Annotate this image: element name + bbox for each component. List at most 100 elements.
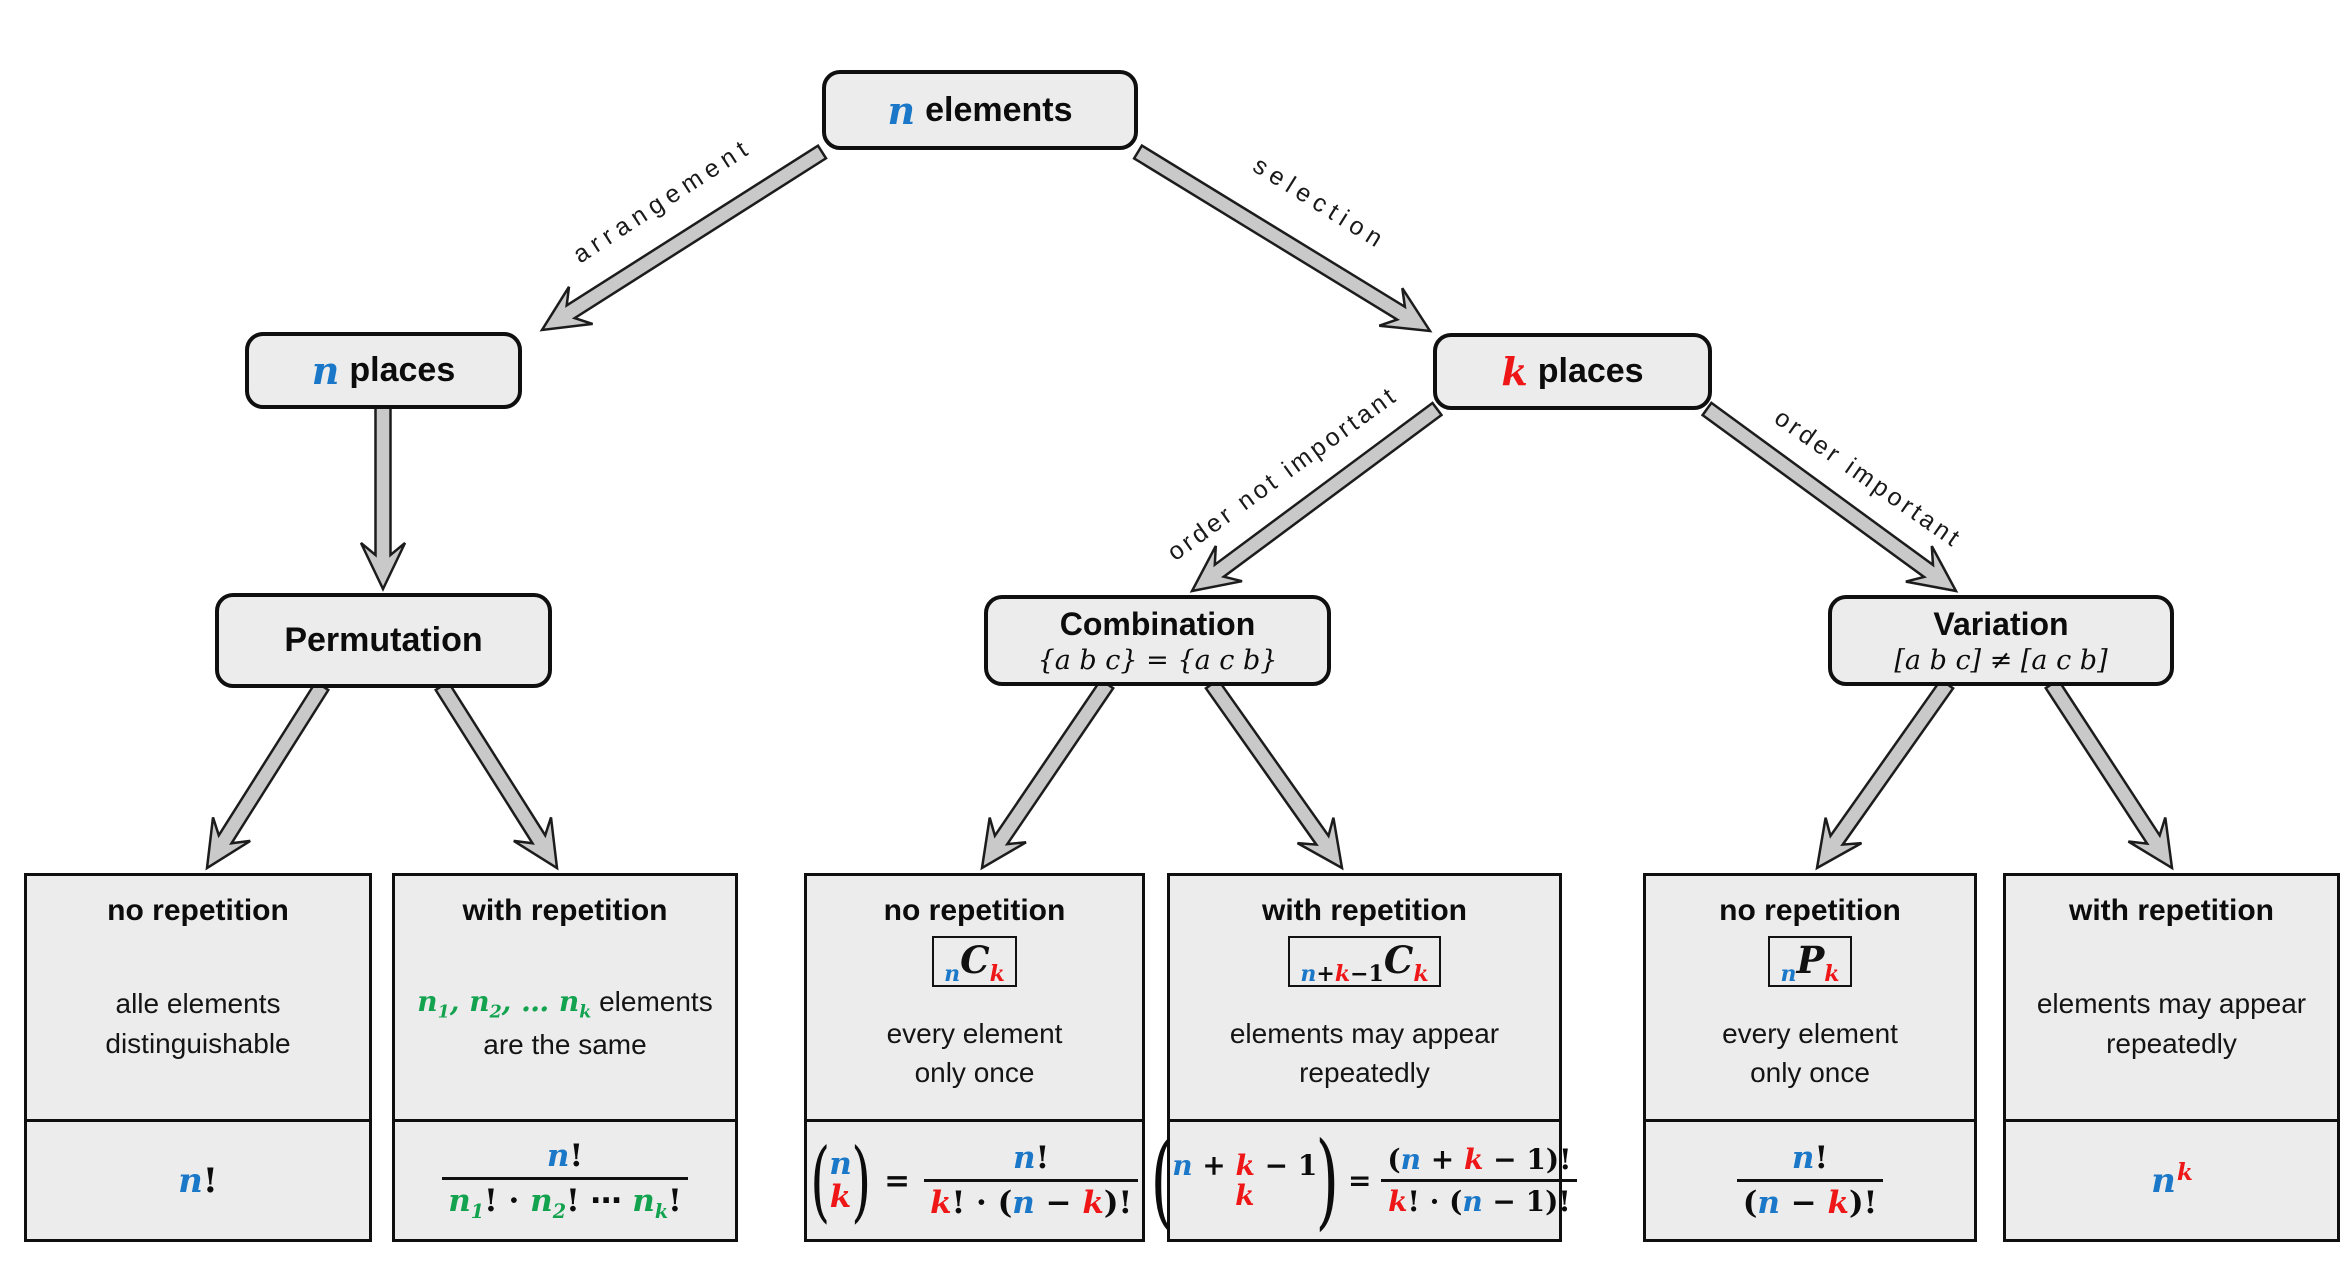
math-op: ! · ( (951, 1185, 1013, 1221)
fraction-bar (1736, 1179, 1884, 1182)
flow-arrow (539, 143, 828, 332)
math-n: n (1757, 1185, 1780, 1221)
tuple-inequality-example: [a b c] ≠ [a c b] (1894, 644, 2108, 676)
math-k: k (1413, 961, 1429, 987)
flow-arrow (1815, 677, 1955, 871)
math-nk: n (558, 985, 580, 1019)
math-sub: 2 (552, 1200, 567, 1224)
math-n: n (1013, 1140, 1036, 1176)
flow-arrow (1204, 677, 1344, 871)
node-n-places: n places (245, 332, 522, 409)
leaf-description: n1, n2, … nk elements are the same (417, 928, 712, 1119)
node-variation: Variation [a b c] ≠ [a c b] (1828, 595, 2174, 686)
flow-arrow (359, 405, 407, 592)
math-sub: 2 (489, 1003, 502, 1024)
math-nk: n (632, 1182, 655, 1219)
node-permutation: Permutation (215, 593, 552, 688)
math-k: k (1827, 1185, 1849, 1221)
node-label: elements (925, 90, 1073, 129)
formula-multinomial: n! n1! · n2! ⋯ nk! (395, 1122, 735, 1239)
right-paren: ) (1315, 1118, 1340, 1241)
leaf-permutation-no-repetition: no repetition alle elements distinguisha… (24, 873, 372, 1242)
right-paren: ) (850, 1128, 871, 1232)
math-n: n (178, 1160, 203, 1201)
flow-arrow (205, 680, 331, 871)
math-n: n (546, 1137, 570, 1174)
math-k-exponent: k (2176, 1158, 2193, 1186)
leaf-combination-with-repetition: with repetition n+k−1Ck elements may app… (1150, 873, 1578, 1242)
math-C: C (960, 938, 990, 982)
leaf-description: every element only once (887, 987, 1063, 1119)
math-n2: n (530, 1182, 553, 1219)
fraction-bar (442, 1176, 688, 1180)
var-n: n (311, 348, 340, 393)
formula-falling-factorial: n! (n − k)! (1646, 1122, 1974, 1239)
desc-line: only once (914, 1057, 1035, 1088)
desc-line: every element (1722, 1017, 1898, 1049)
math-minus-one: −1 (1350, 961, 1384, 987)
flow-arrow (1189, 401, 1444, 593)
math-n: n (1780, 961, 1797, 987)
math-plus: + (1192, 1149, 1236, 1183)
math-factorial: ! (202, 1160, 218, 1201)
formula-n-factorial: n! (27, 1122, 369, 1239)
notation-badge-n+k-1Ck: n+k−1Ck (1288, 936, 1441, 987)
math-k: k (1235, 1178, 1255, 1212)
var-n: n (887, 87, 916, 133)
fraction-bar (924, 1179, 1139, 1182)
math-minus: − (1034, 1185, 1083, 1221)
math-n: n (1791, 1140, 1815, 1176)
node-title: Variation (1933, 605, 2069, 642)
flow-arrow (1132, 143, 1433, 333)
math-sub: 1 (437, 1003, 450, 1024)
leaf-combination-no-repetition: no repetition nCk every element only onc… (804, 873, 1145, 1242)
math-k: k (1824, 961, 1840, 987)
notation-badge-nCk: nCk (932, 936, 1017, 987)
desc-text: elements (591, 986, 713, 1018)
set-equality-example: {a b c} = {a c b} (1037, 644, 1278, 676)
math-sub: k (579, 1003, 592, 1024)
flow-arrow (980, 678, 1115, 871)
desc-line: elements may appear (1229, 1017, 1500, 1049)
desc-line: distinguishable (105, 1027, 291, 1059)
desc-line: elements may appear (2036, 988, 2307, 1020)
math-n: n (2151, 1160, 2176, 1201)
leaf-permutation-with-repetition: with repetition n1, n2, … nk elements ar… (392, 873, 738, 1242)
left-paren: ( (810, 1128, 831, 1232)
math-n1: n (448, 1182, 471, 1219)
math-equals: = (884, 1162, 911, 1199)
math-op: − 1)! (1482, 1185, 1571, 1218)
formula-n-power-k: nk (2006, 1122, 2337, 1239)
math-sub: 1 (470, 1200, 485, 1224)
math-k: k (930, 1185, 952, 1221)
math-P: P (1796, 938, 1825, 982)
math-n: n (1400, 1143, 1422, 1176)
node-label: places (1537, 352, 1644, 390)
node-combination: Combination {a b c} = {a c b} (984, 595, 1331, 686)
math-n: n (829, 1145, 852, 1182)
math-op: ! · (484, 1182, 531, 1219)
math-op: ! · ( (1407, 1185, 1463, 1218)
math-C: C (1383, 938, 1414, 982)
desc-line: n1, n2, … nk elements (417, 982, 712, 1025)
desc-line: every element (886, 1017, 1063, 1049)
math-k: k (1464, 1143, 1484, 1176)
math-paren: ( (1742, 1185, 1758, 1221)
var-k: k (1501, 349, 1528, 394)
leaf-variation-with-repetition: with repetition elements may appear repe… (2003, 873, 2340, 1242)
leaf-title: with repetition (2069, 894, 2274, 927)
math-factorial: ! (1814, 1140, 1829, 1176)
desc-line: only once (1750, 1057, 1870, 1088)
leaf-title: no repetition (1719, 894, 1901, 927)
math-k: k (829, 1178, 852, 1215)
math-op: − 1)! (1483, 1143, 1572, 1176)
leaf-variation-no-repetition: no repetition nPk every element only onc… (1643, 873, 1977, 1242)
math-n2: n (469, 985, 490, 1019)
math-comma: , (449, 985, 470, 1019)
leaf-title: with repetition (462, 894, 668, 927)
node-n-elements: n elements (822, 70, 1138, 150)
desc-line: are the same (483, 1029, 647, 1061)
